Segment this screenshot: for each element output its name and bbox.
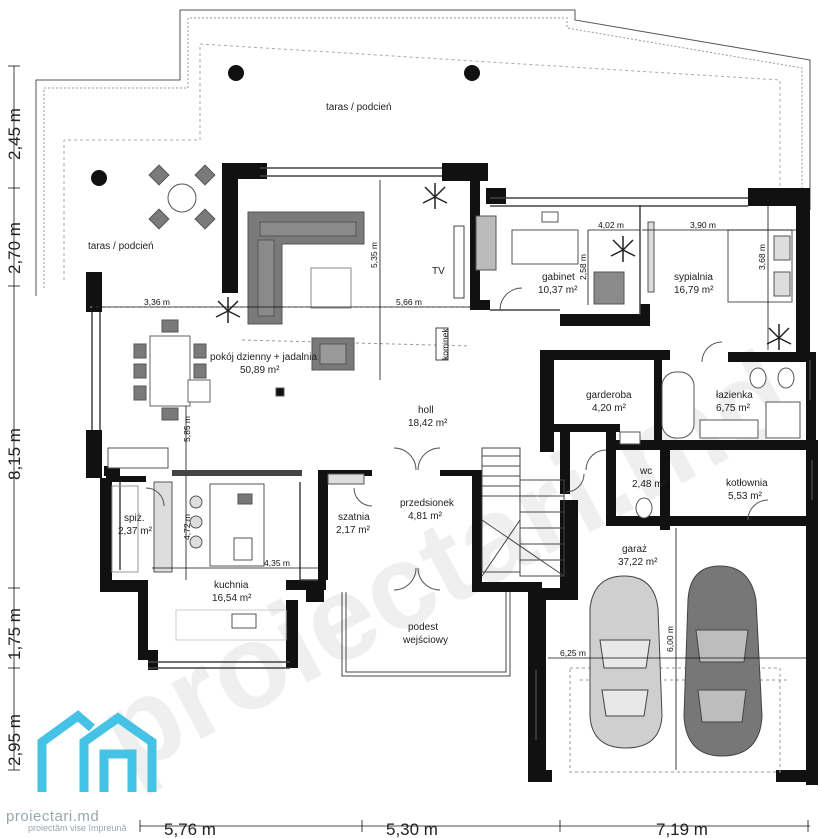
holl-label: holl — [418, 405, 434, 416]
terrace-columns — [91, 65, 480, 186]
wc-area: 2,48 m² — [632, 479, 667, 490]
lazienka-area: 6,75 m² — [716, 403, 751, 414]
bottom-dim-5-30: 5,30 m — [386, 820, 438, 838]
side-dim-2-70: 2,70 m — [5, 222, 24, 274]
dimension-lines — [92, 180, 806, 770]
podest-label: podest — [408, 622, 438, 633]
brand-name: proiectari.md — [6, 808, 100, 825]
bottom-dim-5-76: 5,76 m — [164, 820, 216, 838]
living-room-label: pokój dzienny + jadalnia — [210, 352, 317, 363]
terrace-inner-dashed — [63, 43, 781, 280]
kuchnia-area: 16,54 m² — [212, 593, 252, 604]
podest-label-2: wejściowy — [402, 635, 448, 646]
house-logo-icon — [37, 710, 157, 792]
spiz-label: spiż. — [124, 513, 145, 524]
side-dimension-line — [8, 65, 810, 832]
kominek-label: kominek — [440, 328, 450, 360]
garderoba-area: 4,20 m² — [592, 403, 627, 414]
terrace-top-label: taras / podcień — [326, 102, 392, 113]
doors — [145, 287, 769, 591]
dim-3-90: 3,90 m — [690, 220, 716, 230]
tv-label: TV — [432, 266, 445, 277]
garderoba-label: garderoba — [586, 390, 632, 401]
side-dim-1-75: 1,75 m — [5, 608, 24, 660]
dim-6-25: 6,25 m — [560, 648, 586, 658]
brand-slogan: proiectăm vise împreună — [28, 823, 127, 833]
garage-cars — [589, 565, 763, 757]
dim-6-00: 6,00 m — [665, 626, 675, 652]
side-dim-2-45: 2,45 m — [5, 108, 24, 160]
living-room-area: 50,89 m² — [240, 365, 280, 376]
garaz-label: garaż — [622, 544, 647, 555]
bathroom-fixtures — [619, 367, 801, 519]
gabinet-label: gabinet — [542, 272, 575, 283]
garaz-area: 37,22 m² — [618, 557, 658, 568]
dim-2-58: 2,58 m — [578, 254, 588, 280]
przedsionek-label: przedsionek — [400, 498, 455, 509]
thin-walls — [91, 167, 813, 740]
dim-4-02: 4,02 m — [598, 220, 624, 230]
kitchen-fixtures — [111, 473, 365, 641]
dim-3-68: 3,68 m — [757, 244, 767, 270]
dim-5-85: 5,85 m — [182, 416, 192, 442]
gabinet-area: 10,37 m² — [538, 285, 578, 296]
kuchnia-label: kuchnia — [214, 580, 249, 591]
kotlownia-area: 5,53 m² — [728, 491, 763, 502]
side-dim-2-95: 2,95 m — [5, 714, 24, 766]
bedroom-furniture — [475, 211, 793, 305]
dim-5-66: 5,66 m — [396, 297, 422, 307]
przedsionek-area: 4,81 m² — [408, 511, 443, 522]
spiz-area: 2,37 m² — [118, 526, 153, 537]
sypialnia-label: sypialnia — [674, 272, 713, 283]
sypialnia-area: 16,79 m² — [674, 285, 714, 296]
terrace-left-label: taras / podcień — [88, 241, 154, 252]
szatnia-area: 2,17 m² — [336, 525, 371, 536]
dim-5-35: 5,35 m — [369, 242, 379, 268]
plants — [215, 183, 792, 350]
szatnia-label: szatnia — [338, 512, 370, 523]
terrace-outline — [35, 9, 811, 296]
living-furniture — [107, 211, 465, 469]
dim-4-35: 4,35 m — [264, 558, 290, 568]
stairs — [481, 447, 565, 577]
terrace-table — [148, 164, 216, 230]
bottom-dim-7-19: 7,19 m — [656, 820, 708, 838]
dim-3-36: 3,36 m — [144, 297, 170, 307]
entrance-platform — [341, 592, 511, 677]
side-dim-8-15: 8,15 m — [5, 428, 24, 480]
walls — [86, 163, 818, 785]
lazienka-label: łazienka — [716, 390, 753, 401]
dim-4-72: 4,72 m — [182, 514, 192, 540]
kotlownia-label: kotłownia — [726, 478, 768, 489]
wc-label: wc — [639, 466, 652, 477]
holl-area: 18,42 m² — [408, 418, 448, 429]
